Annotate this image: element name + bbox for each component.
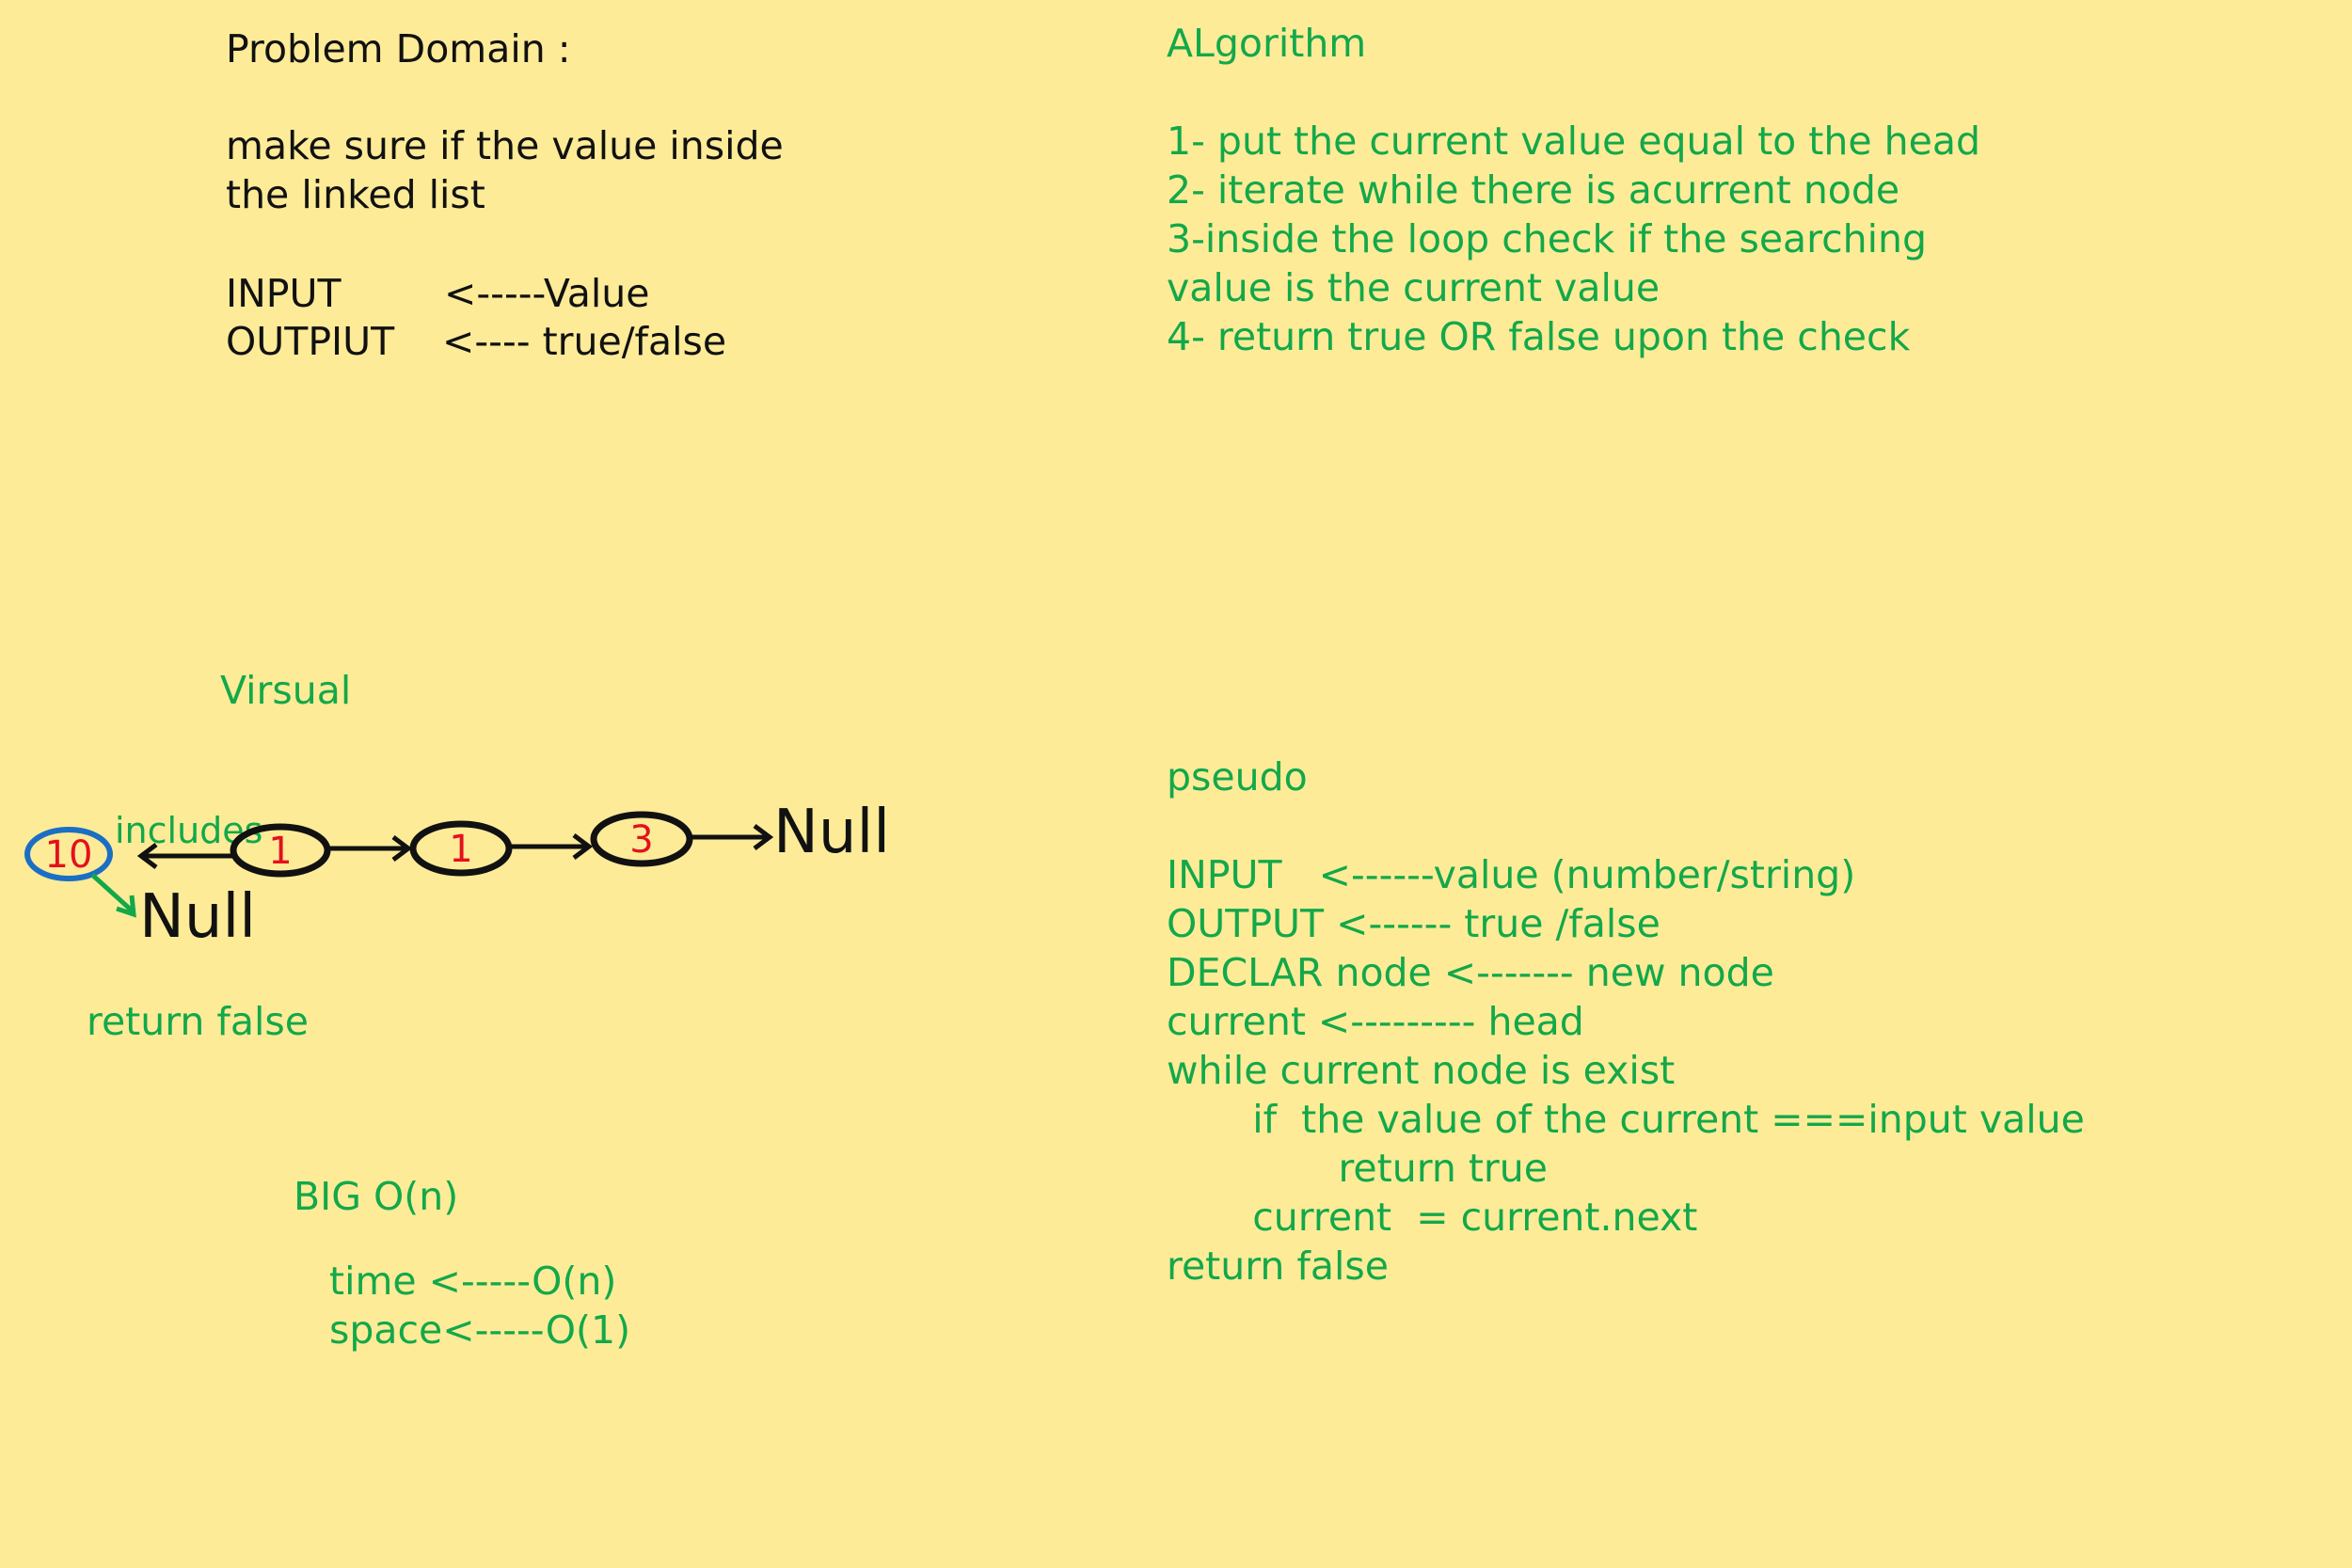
- search-null-arrow: [90, 873, 134, 912]
- list-node-2: [409, 820, 513, 877]
- problem-description-line-1: make sure if the value inside: [226, 123, 784, 168]
- pseudo-line: while current node is exist: [1167, 1048, 1676, 1093]
- next-arrow-2-head: [572, 833, 594, 860]
- pseudo-line: DECLAR node <------- new node: [1167, 950, 1774, 995]
- tail-null-label: Null: [773, 798, 890, 867]
- list-node-1: [230, 823, 331, 878]
- includes-label: includes: [115, 810, 262, 851]
- pseudo-line: INPUT <------value (number/string): [1167, 852, 1856, 897]
- list-node-1-label: 1: [268, 830, 292, 873]
- big-o-time: time <-----O(n): [329, 1259, 617, 1304]
- search-null-arrow-head: [116, 895, 136, 918]
- pseudo-line: return false: [1167, 1243, 1389, 1289]
- algorithm-step: value is the current value: [1167, 265, 1661, 310]
- list-node-3: [590, 811, 693, 867]
- output-label: OUTPIUT: [226, 319, 395, 364]
- algorithm-title: ALgorithm: [1167, 21, 1367, 66]
- big-o-title: BIG O(n): [294, 1174, 459, 1219]
- algorithm-step: 1- put the current value equal to the he…: [1167, 119, 1980, 164]
- list-node-2-label: 1: [449, 828, 472, 871]
- output-value: <---- true/false: [442, 319, 727, 364]
- pseudo-line: current = current.next: [1167, 1195, 1698, 1240]
- input-label: INPUT: [226, 271, 342, 316]
- next-arrow-1-head: [391, 835, 413, 862]
- pseudo-line: if the value of the current ===input val…: [1167, 1097, 2085, 1142]
- problem-description-line-2: the linked list: [226, 172, 485, 217]
- includes-arrow-head: [136, 843, 158, 869]
- pseudo-line: return true: [1167, 1146, 1548, 1191]
- pseudo-line: current <--------- head: [1167, 999, 1584, 1044]
- list-node-3-label: 3: [629, 818, 653, 862]
- algorithm-step: 3-inside the loop check if the searching: [1167, 216, 1928, 261]
- tail-arrow-head: [753, 824, 774, 850]
- search-null-label: Null: [139, 882, 256, 952]
- pseudo-title: pseudo: [1167, 754, 1308, 800]
- problem-domain-title: Problem Domain :: [226, 26, 571, 71]
- visual-title: Virsual: [220, 668, 352, 713]
- search-value-label: 10: [45, 833, 93, 877]
- pseudo-line: OUTPUT <------ true /false: [1167, 901, 1661, 946]
- input-value: <-----Value: [444, 271, 650, 316]
- big-o-space: space<-----O(1): [329, 1307, 631, 1353]
- visual-result: return false: [87, 999, 309, 1044]
- algorithm-step: 2- iterate while there is acurrent node: [1167, 167, 1900, 213]
- search-value-circle: [24, 827, 113, 881]
- algorithm-step: 4- return true OR false upon the check: [1167, 314, 1911, 359]
